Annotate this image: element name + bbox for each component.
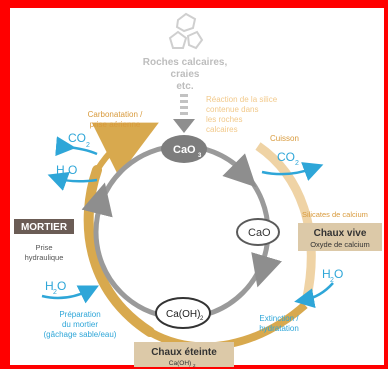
extinction-line-1: Extinction / [259, 314, 299, 323]
svg-text:H: H [56, 163, 65, 177]
chaux-eteinte-box [134, 342, 234, 367]
co2-left-label: CO [68, 131, 86, 145]
caco3-label: CaO [173, 144, 196, 156]
caco3-node [161, 135, 207, 163]
h2o-bottom-left-arrow [41, 285, 99, 304]
ring-arrow-right [251, 252, 282, 288]
caoh2-sub: 2 [200, 316, 204, 322]
svg-text:O: O [334, 267, 343, 281]
preparation-line-3: (gâchage sable/eau) [44, 330, 117, 339]
svg-text:O: O [57, 279, 66, 293]
prise-hydraulique-line-1: Prise [35, 243, 52, 252]
svg-text:H: H [45, 279, 54, 293]
mortier-label: MORTIER [21, 222, 68, 233]
caoh2-node [155, 297, 211, 329]
cao-label: CaO [248, 227, 271, 239]
svg-text:H: H [322, 267, 331, 281]
chaux-vive-box [298, 223, 382, 251]
ring-arrow-left [81, 182, 113, 218]
source-arrow [173, 94, 195, 133]
chaux-eteinte-formula-sub: 2 [193, 363, 196, 368]
svg-text:les roches: les roches [206, 115, 242, 124]
svg-text:contenue dans: contenue dans [206, 105, 259, 114]
caco3-sub: 3 [198, 153, 202, 159]
h2o-bottom-left: H 2 O [45, 279, 66, 296]
svg-text:calcaires: calcaires [206, 125, 238, 134]
chaux-eteinte-title: Chaux éteinte [151, 347, 217, 358]
silica-note: Réaction de la silice contenue dans les … [206, 95, 278, 134]
tan-arc-right [255, 142, 316, 303]
chaux-eteinte-formula: Ca(OH) [169, 360, 191, 367]
cuisson-label: Cuisson [270, 134, 299, 143]
cao-node [236, 218, 280, 246]
carbonation-line-1: Carbonatation / [88, 110, 143, 119]
svg-text:Réaction de la silice: Réaction de la silice [206, 95, 278, 104]
preparation-line-1: Préparation [59, 310, 100, 319]
prise-hydraulique-line-2: hydraulique [25, 253, 64, 262]
chaux-vive-title: Chaux vive [314, 228, 367, 239]
svg-text:2: 2 [53, 289, 57, 296]
carbonation-line-2: prise aérienne [90, 120, 141, 129]
source-line-2: craies [171, 69, 200, 80]
caoh2-label: Ca(OH) [166, 309, 200, 320]
rock-icon [168, 12, 204, 50]
ring-arrow-top-right [222, 153, 257, 188]
preparation-line-2: du mortier [62, 320, 98, 329]
source-line-3: etc. [176, 81, 193, 92]
co2-left-arrow [55, 136, 98, 157]
source-line-1: Roches calcaires, [143, 57, 228, 68]
co2-right-sub: 2 [295, 160, 299, 167]
co2-left-sub: 2 [86, 142, 90, 149]
h2o-right-arrow [294, 282, 334, 309]
mortier-box [14, 219, 74, 234]
co2-right-label: CO [277, 150, 295, 164]
extinction-line-2: hydratation [259, 324, 299, 333]
chaux-vive-subtitle: Oxyde de calcium [310, 240, 370, 249]
h2o-left-upper-arrow [47, 172, 98, 191]
h2o-right: H 2 O [322, 267, 343, 284]
co2-right-arrow [261, 162, 324, 181]
svg-text:2: 2 [330, 277, 334, 284]
svg-text:O: O [68, 163, 77, 177]
tan-arrow-carbonation [91, 122, 159, 177]
silicates-label: Silicates de calcium [302, 210, 368, 219]
